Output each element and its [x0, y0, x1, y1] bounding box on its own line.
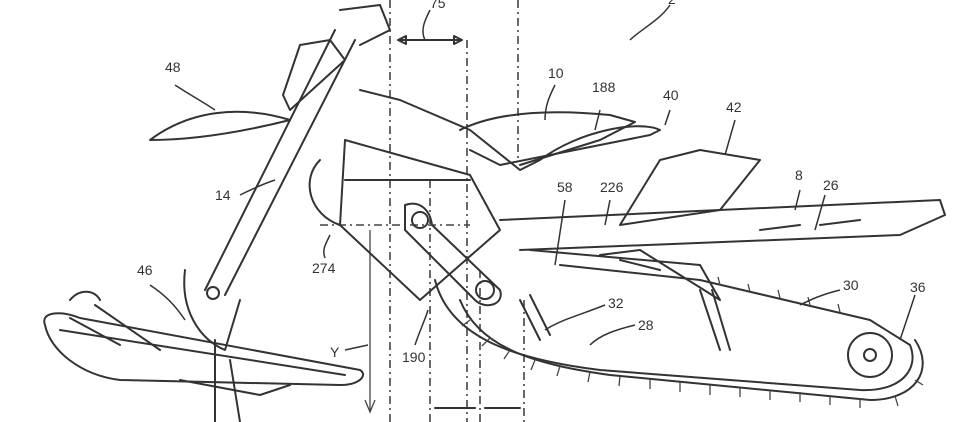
label-58: 58 — [557, 179, 573, 195]
track — [434, 264, 924, 408]
label-Y: Y — [330, 344, 340, 360]
label-48: 48 — [165, 59, 181, 75]
label-28: 28 — [638, 317, 654, 333]
front-fork — [149, 4, 391, 351]
label-46: 46 — [137, 262, 153, 278]
label-26: 26 — [823, 177, 839, 193]
label-2: 2 — [668, 0, 676, 7]
label-30: 30 — [843, 277, 859, 293]
label-10: 10 — [548, 65, 564, 81]
label-32: 32 — [608, 295, 624, 311]
label-226: 226 — [600, 179, 624, 195]
label-36: 36 — [910, 279, 926, 295]
label-42: 42 — [726, 99, 742, 115]
label-274: 274 — [312, 260, 336, 276]
label-40: 40 — [663, 87, 679, 103]
label-8: 8 — [795, 167, 803, 183]
label-14: 14 — [215, 187, 231, 203]
leader-lines — [149, 4, 916, 351]
ski — [43, 290, 365, 422]
label-75: 75 — [430, 0, 446, 11]
label-188: 188 — [592, 79, 616, 95]
reference-lines — [320, 0, 525, 422]
label-190: 190 — [402, 349, 426, 365]
reference-labels: 2 75 48 10 188 40 42 8 26 14 58 226 274 … — [137, 0, 926, 365]
